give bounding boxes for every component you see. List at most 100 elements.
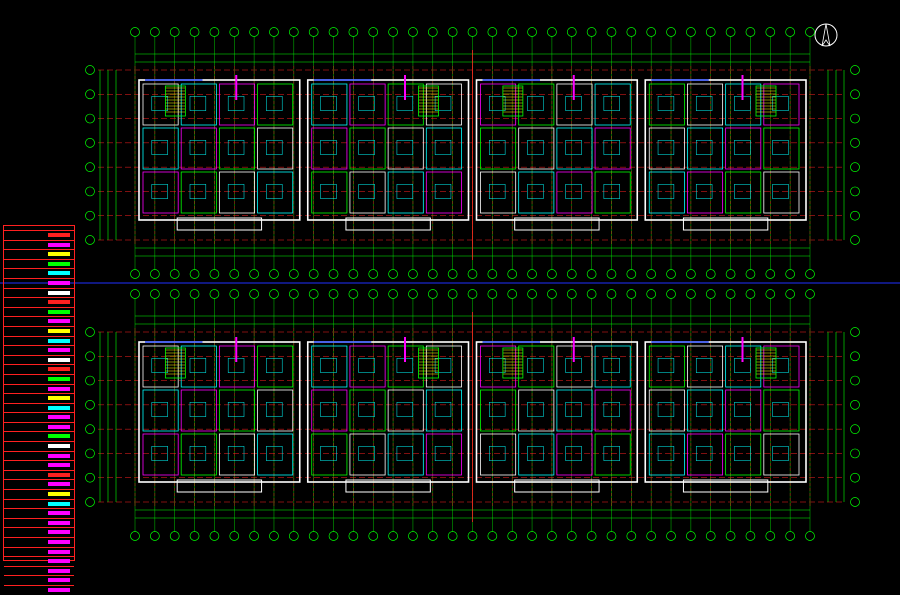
- furniture: [266, 140, 283, 155]
- furniture: [603, 446, 620, 461]
- axis-bubble-bottom: [308, 531, 319, 541]
- room: [648, 83, 685, 126]
- apartment-unit: [644, 337, 807, 493]
- room: [180, 83, 217, 126]
- stair: [418, 85, 439, 117]
- furniture: [434, 402, 452, 417]
- axis-bubble-top: [586, 27, 597, 37]
- furniture: [189, 402, 207, 417]
- axis-bubble-bottom: [487, 531, 498, 541]
- legend-swatch: [48, 357, 70, 362]
- room: [425, 127, 462, 170]
- furniture: [527, 96, 544, 111]
- axis-bubble-bottom: [209, 269, 220, 279]
- axis-bubble-top: [606, 289, 617, 299]
- stair: [164, 85, 186, 117]
- room: [425, 83, 462, 126]
- stair: [755, 85, 777, 117]
- axis-bubble-bottom: [705, 531, 716, 541]
- axis-bubble-bottom: [566, 531, 577, 541]
- axis-bubble-top: [150, 27, 160, 37]
- furniture: [434, 446, 452, 461]
- furniture: [657, 140, 675, 155]
- room: [480, 433, 517, 476]
- axis-bubble-top: [686, 289, 696, 299]
- room: [648, 127, 685, 170]
- apartment-unit: [306, 337, 470, 493]
- axis-bubble-top: [368, 27, 379, 37]
- furniture: [772, 184, 789, 199]
- legend-swatch: [48, 453, 70, 458]
- furniture: [772, 140, 789, 155]
- furniture: [603, 96, 620, 111]
- legend-swatch: [48, 309, 70, 314]
- room: [142, 83, 179, 126]
- room: [648, 171, 685, 214]
- apartment-unit: [138, 337, 301, 493]
- legend-swatch: [48, 530, 70, 535]
- axis-bubble-bottom: [150, 531, 160, 541]
- furniture: [695, 446, 713, 461]
- room: [180, 389, 217, 432]
- room: [687, 345, 724, 388]
- axis-bubble-left: [85, 327, 95, 337]
- axis-bubble-top: [447, 289, 458, 299]
- furniture: [734, 446, 751, 461]
- balcony: [514, 217, 600, 231]
- axis-bubble-bottom: [427, 269, 438, 279]
- legend-row: [4, 575, 74, 585]
- axis-bubble-bottom: [785, 269, 795, 279]
- axis-bubble-right: [850, 235, 860, 245]
- furniture: [657, 446, 675, 461]
- furniture: [151, 140, 168, 155]
- legend-row: [4, 527, 74, 537]
- axis-bubble-bottom: [765, 269, 776, 279]
- axis-bubble-top: [805, 27, 815, 37]
- furniture: [657, 358, 675, 373]
- axis-bubble-top: [487, 27, 498, 37]
- axis-bubble-left: [85, 472, 95, 483]
- furniture: [489, 96, 506, 111]
- furniture: [603, 184, 620, 199]
- legend-swatch: [48, 233, 70, 237]
- room: [218, 127, 255, 170]
- room: [480, 389, 517, 432]
- furniture: [189, 446, 207, 461]
- room: [257, 83, 294, 126]
- legend-row: [4, 277, 74, 288]
- room: [687, 433, 724, 476]
- furniture: [434, 184, 452, 199]
- legend-row: [4, 393, 74, 403]
- cad-drawing-canvas[interactable]: [0, 0, 900, 564]
- axis-bubble-left: [85, 235, 95, 245]
- furniture: [489, 446, 506, 461]
- furniture: [657, 96, 675, 111]
- legend-swatch: [48, 338, 70, 343]
- stair-outline: [502, 85, 524, 117]
- axis-bubble-top: [507, 27, 518, 37]
- legend-swatch: [48, 376, 70, 381]
- axis-bubble-top: [308, 27, 319, 37]
- axis-bubble-left: [85, 400, 95, 410]
- axis-bubble-bottom: [427, 531, 438, 541]
- axis-bubble-top: [189, 27, 200, 37]
- room: [480, 345, 517, 388]
- axis-bubble-top: [805, 289, 815, 299]
- furniture: [657, 402, 675, 417]
- furniture: [266, 402, 283, 417]
- furniture: [695, 140, 713, 155]
- legend-swatch: [48, 424, 70, 429]
- room: [387, 171, 424, 214]
- furniture: [772, 96, 789, 111]
- legend-row: [4, 565, 74, 576]
- stair: [164, 347, 186, 379]
- axis-bubble-top: [765, 289, 776, 299]
- axis-bubbles: [85, 27, 860, 541]
- north-arrow-icon[interactable]: [814, 23, 838, 47]
- axis-bubble-bottom: [646, 531, 657, 541]
- legend-row: [4, 498, 74, 509]
- axis-bubble-right: [850, 138, 860, 148]
- axis-bubble-right: [850, 375, 860, 386]
- room: [180, 127, 217, 170]
- axis-bubble-bottom: [328, 269, 339, 279]
